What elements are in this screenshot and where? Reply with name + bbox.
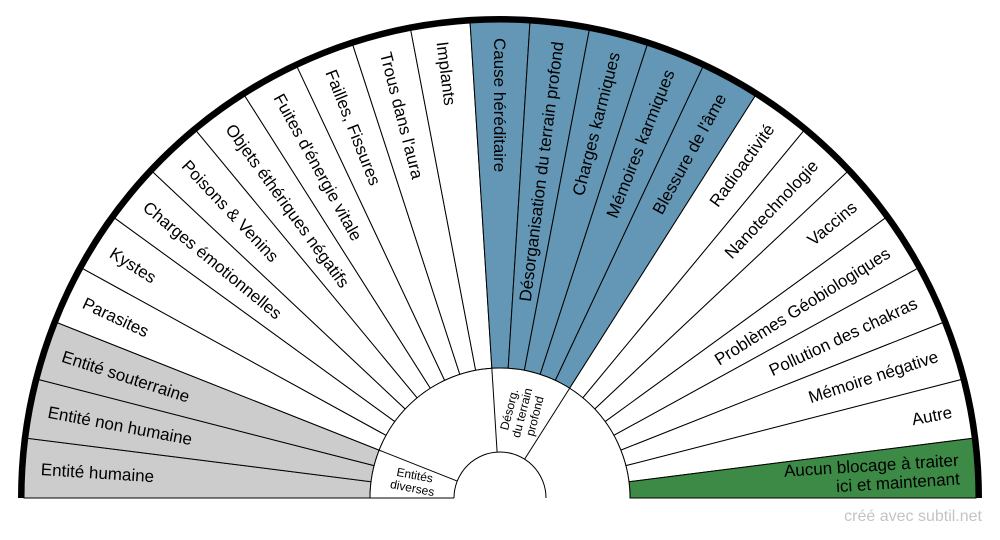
inner-ring xyxy=(369,367,631,499)
inner-divider xyxy=(378,449,458,482)
inner-divider xyxy=(524,387,571,460)
inner-ring-outline xyxy=(369,367,631,499)
sector-label-12: Cause héréditaire xyxy=(490,38,509,172)
outer-rim-arc xyxy=(18,16,982,499)
inner-ring-band xyxy=(370,368,630,498)
credit-text: créé avec subtil.net xyxy=(844,508,982,525)
inner-label-1: Désorg.du terrainprofond xyxy=(496,383,548,442)
outer-rim xyxy=(18,16,982,499)
inner-divider xyxy=(491,368,498,453)
center-hole-outline xyxy=(453,451,547,499)
outer-sectors xyxy=(23,21,977,499)
